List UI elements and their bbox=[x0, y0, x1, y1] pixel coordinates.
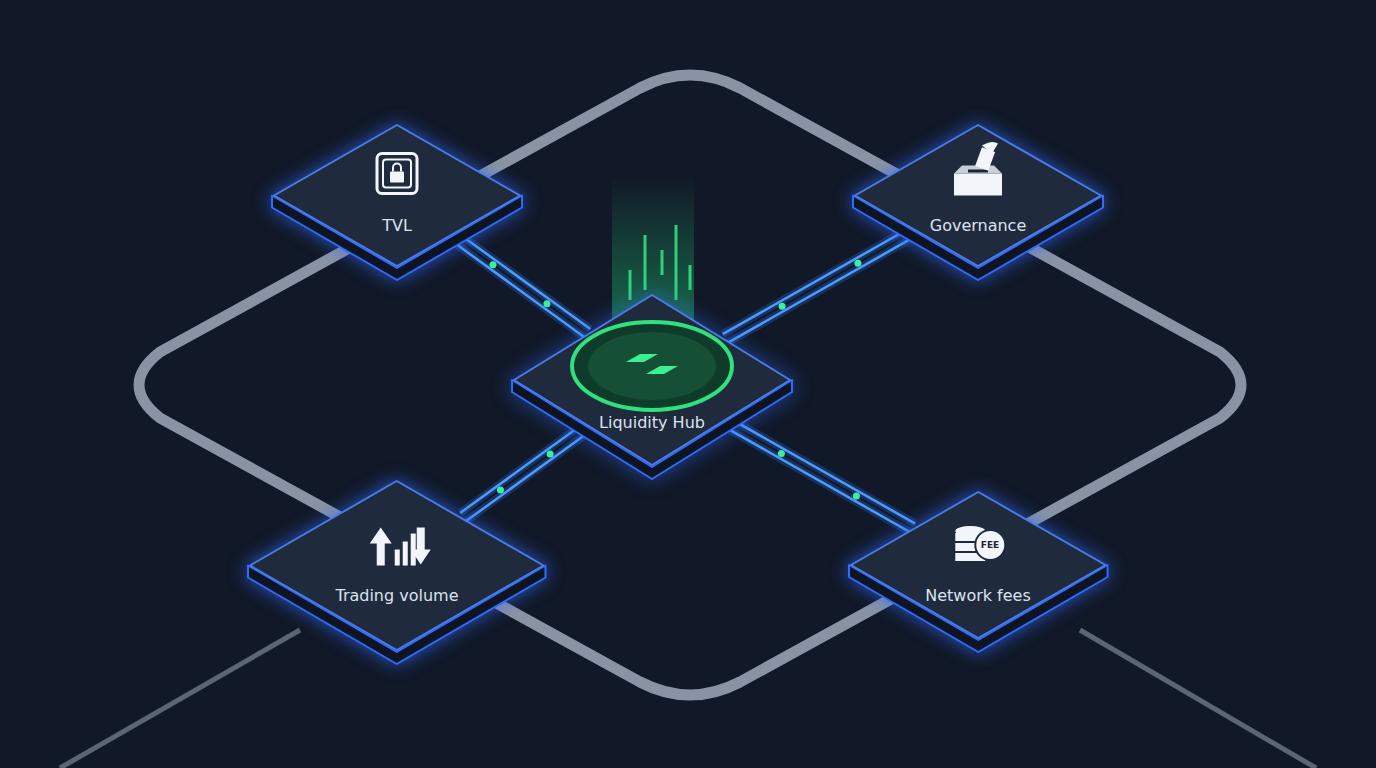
beam-streaks bbox=[630, 225, 690, 300]
link-connector bbox=[723, 417, 915, 532]
tile-label: TVL bbox=[382, 216, 412, 235]
tile-shape bbox=[512, 293, 792, 481]
metric-tile: TVL bbox=[272, 123, 522, 268]
link-connector bbox=[450, 231, 591, 337]
hub-tile: Liquidity Hub bbox=[512, 293, 792, 467]
metric-tile: Trading volume bbox=[248, 479, 545, 652]
metric-tile: Governance bbox=[853, 123, 1103, 268]
tile-label: Network fees bbox=[925, 586, 1031, 605]
tile-label: Governance bbox=[930, 216, 1027, 235]
outer-loop bbox=[139, 75, 1241, 695]
outer-rail bbox=[60, 630, 300, 768]
tile-shape bbox=[849, 490, 1108, 654]
tile-shape bbox=[248, 479, 545, 666]
outer-rail bbox=[1080, 630, 1316, 768]
tile-label: Trading volume bbox=[335, 586, 458, 605]
tile-label: Liquidity Hub bbox=[599, 413, 705, 432]
tile-shape bbox=[853, 123, 1103, 282]
fee-badge-text: FEE bbox=[981, 540, 999, 550]
metric-tile: Network fees FEE bbox=[849, 490, 1108, 640]
link-connector bbox=[723, 227, 918, 343]
link-connector bbox=[460, 423, 590, 521]
tile-shape bbox=[272, 123, 522, 282]
